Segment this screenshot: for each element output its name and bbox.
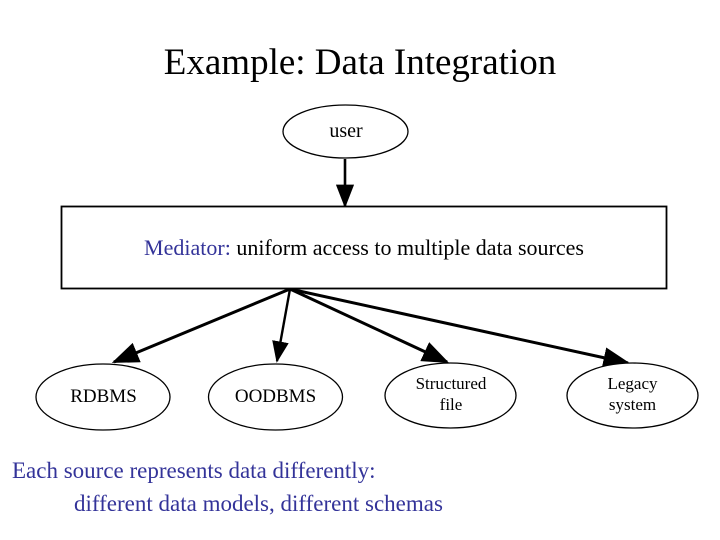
mediator-description: uniform access to multiple data sources	[230, 235, 584, 260]
node-legacy-system-ellipse[interactable]	[566, 362, 699, 429]
edge-mediator-to-legacy-system	[289, 287, 631, 368]
slide-caption: Each source represents data differently:…	[12, 455, 712, 520]
edge-mediator-to-rdbms	[111, 287, 291, 364]
node-structured-file-ellipse[interactable]	[384, 362, 517, 429]
node-mediator-label: Mediator: uniform access to multiple dat…	[62, 235, 666, 261]
node-mediator-box[interactable]	[60, 205, 668, 290]
caption-line-1: Each source represents data differently:	[12, 458, 376, 483]
edge-mediator-to-oodbms	[272, 288, 292, 363]
page-title: Example: Data Integration	[163, 42, 557, 83]
mediator-keyword: Mediator:	[144, 235, 231, 260]
caption-line-2: different data models, different schemas	[74, 490, 443, 516]
edge-mediator-to-structured-file	[289, 287, 450, 364]
node-rdbms-ellipse[interactable]	[35, 363, 171, 431]
node-oodbms-ellipse[interactable]	[207, 363, 344, 431]
node-user-ellipse[interactable]	[282, 104, 409, 159]
